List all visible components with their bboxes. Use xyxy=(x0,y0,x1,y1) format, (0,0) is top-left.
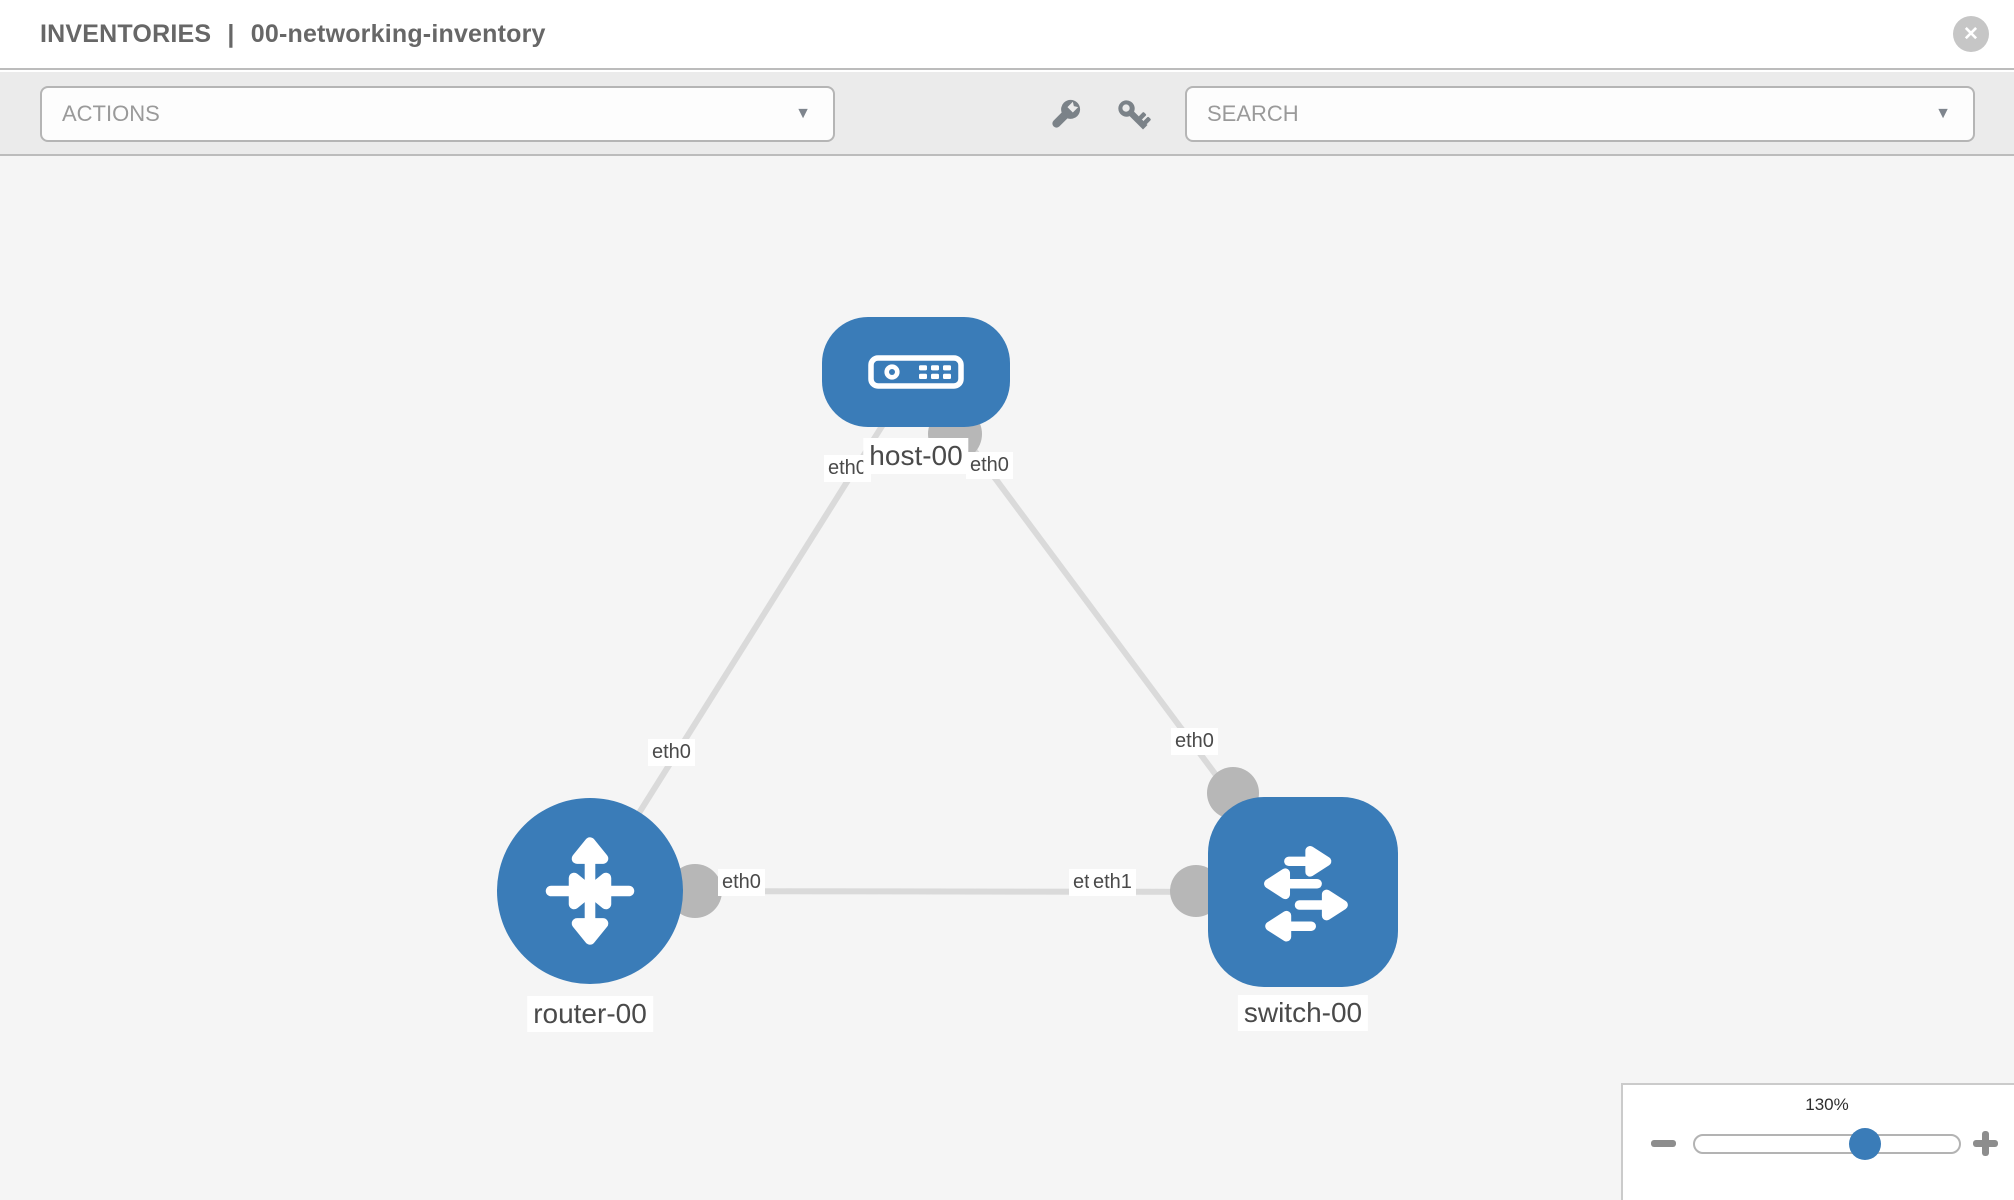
node-switch-00[interactable] xyxy=(1208,797,1398,987)
zoom-control-panel: 130% xyxy=(1621,1083,2014,1200)
chevron-down-icon: ▼ xyxy=(1935,105,1951,122)
topology-links-layer xyxy=(587,370,1306,918)
chevron-down-icon: ▼ xyxy=(795,105,811,122)
interface-label: eth0 xyxy=(648,739,695,766)
node-label-switch: switch-00 xyxy=(1237,995,1369,1032)
header: INVENTORIES | 00-networking-inventory ✕ xyxy=(0,0,2014,70)
actions-dropdown[interactable]: ACTIONS ▼ xyxy=(40,86,835,142)
inventory-name: 00-networking-inventory xyxy=(250,19,546,48)
interface-label: eth0 xyxy=(824,455,871,482)
node-host-00[interactable] xyxy=(822,317,1010,427)
host-icon xyxy=(868,355,964,389)
node-router-00[interactable] xyxy=(497,798,683,984)
router-icon xyxy=(545,837,635,945)
zoom-slider-thumb[interactable] xyxy=(1849,1128,1881,1160)
configure-button[interactable] xyxy=(1044,94,1086,136)
key-icon xyxy=(1118,100,1151,130)
zoom-out-button[interactable] xyxy=(1651,1140,1676,1147)
topology-canvas[interactable]: host-00 router-00 switch-00 eth0 eth0 et… xyxy=(0,156,2014,1200)
search-dropdown-label: SEARCH xyxy=(1207,101,1299,126)
actions-dropdown-label: ACTIONS xyxy=(62,101,160,126)
zoom-in-button[interactable] xyxy=(1973,1131,1998,1156)
interface-label: eth1 xyxy=(1089,869,1136,896)
switch-icon xyxy=(1264,845,1348,942)
node-label-host: host-00 xyxy=(863,438,969,475)
node-label-router: router-00 xyxy=(527,996,653,1033)
zoom-percent: 130% xyxy=(1805,1095,1849,1114)
interface-label: eth0 xyxy=(718,869,765,896)
breadcrumb-separator: | xyxy=(227,19,235,48)
wrench-icon xyxy=(1052,99,1081,128)
toolbar: ACTIONS ▼ SEARCH ▼ xyxy=(0,72,2014,156)
interface-dots xyxy=(668,407,1259,918)
close-button[interactable]: ✕ xyxy=(1953,16,1989,52)
search-dropdown[interactable]: SEARCH ▼ xyxy=(1185,86,1975,142)
interface-label: eth0 xyxy=(1171,728,1218,755)
credentials-button[interactable] xyxy=(1112,94,1154,136)
close-icon: ✕ xyxy=(1963,23,1979,45)
page-title: INVENTORIES | 00-networking-inventory xyxy=(40,20,546,49)
plus-icon xyxy=(1982,1131,1989,1156)
zoom-slider[interactable] xyxy=(1693,1128,1961,1160)
interface-label: eth0 xyxy=(966,452,1013,479)
breadcrumb-section: INVENTORIES xyxy=(40,19,212,48)
